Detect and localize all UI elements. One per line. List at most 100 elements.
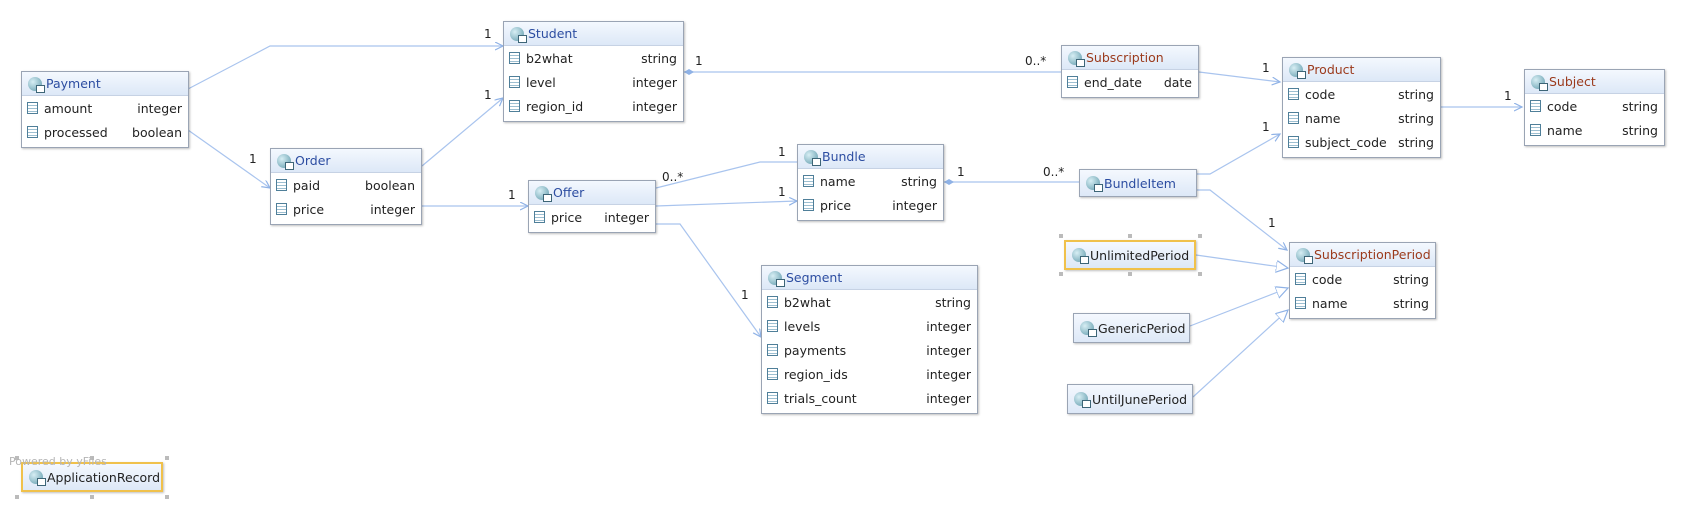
class-title[interactable]: Bundle bbox=[822, 149, 866, 164]
class-title[interactable]: Payment bbox=[46, 76, 101, 91]
selection-handle[interactable] bbox=[1128, 234, 1132, 238]
field-type: string bbox=[1398, 110, 1434, 126]
class-title[interactable]: Subscription bbox=[1086, 50, 1164, 65]
class-node-genericperiod[interactable]: GenericPeriod bbox=[1073, 313, 1190, 343]
selection-handle[interactable] bbox=[165, 495, 169, 499]
class-title[interactable]: Segment bbox=[786, 270, 843, 285]
selection-handle[interactable] bbox=[1059, 234, 1063, 238]
field-name: price bbox=[293, 201, 325, 217]
multiplicity-label: 1 bbox=[695, 54, 703, 68]
class-icon bbox=[1531, 74, 1548, 91]
field-icon bbox=[767, 344, 778, 356]
selection-handle[interactable] bbox=[90, 495, 94, 499]
field-type: string bbox=[1393, 271, 1429, 287]
field-type: integer bbox=[632, 74, 677, 90]
field-type: integer bbox=[137, 100, 182, 116]
class-icon bbox=[804, 149, 821, 166]
field-row[interactable]: amount integer bbox=[22, 96, 188, 120]
class-title[interactable]: GenericPeriod bbox=[1098, 320, 1186, 336]
multiplicity-label: 1 bbox=[1268, 216, 1276, 230]
yfiles-watermark: Powered by yFiles bbox=[9, 455, 107, 468]
class-title[interactable]: Offer bbox=[553, 185, 585, 200]
class-icon bbox=[277, 153, 294, 170]
class-icon bbox=[1080, 321, 1097, 337]
field-icon bbox=[767, 368, 778, 380]
field-name: code bbox=[1305, 86, 1336, 102]
class-title[interactable]: Order bbox=[295, 153, 331, 168]
class-title[interactable]: Subject bbox=[1549, 74, 1596, 89]
class-title[interactable]: ApplicationRecord bbox=[47, 469, 161, 485]
edge-unlimited-subperiod bbox=[1195, 254, 1288, 268]
class-title[interactable]: Product bbox=[1307, 62, 1355, 77]
multiplicity-label: 1 bbox=[1262, 120, 1270, 134]
class-title[interactable]: SubscriptionPeriod bbox=[1314, 247, 1431, 262]
field-name: amount bbox=[44, 100, 93, 116]
field-icon bbox=[1530, 100, 1541, 112]
class-title[interactable]: UnlimitedPeriod bbox=[1090, 247, 1190, 263]
field-type: integer bbox=[926, 366, 971, 382]
field-name: b2what bbox=[526, 50, 573, 66]
field-icon bbox=[803, 199, 814, 211]
class-title[interactable]: UntilJunePeriod bbox=[1092, 391, 1188, 407]
class-node-applicationrecord[interactable]: ApplicationRecord bbox=[21, 462, 163, 492]
class-node-unlimitedperiod[interactable]: UnlimitedPeriod bbox=[1064, 240, 1196, 270]
class-node-bundleitem[interactable]: BundleItem bbox=[1079, 169, 1197, 197]
selection-handle[interactable] bbox=[15, 495, 19, 499]
field-type: integer bbox=[926, 318, 971, 334]
selection-handle[interactable] bbox=[165, 456, 169, 460]
class-title[interactable]: BundleItem bbox=[1104, 175, 1176, 191]
selection-handle[interactable] bbox=[90, 456, 94, 460]
edge-offer-segment bbox=[656, 223, 761, 337]
selection-handle[interactable] bbox=[1198, 272, 1202, 276]
field-icon bbox=[767, 392, 778, 404]
edge-generic-subperiod bbox=[1189, 288, 1288, 327]
field-icon bbox=[1288, 136, 1299, 148]
class-node-untiljuneperiod[interactable]: UntilJunePeriod bbox=[1067, 384, 1193, 414]
edge-offer-bundle-price bbox=[655, 201, 797, 207]
selection-handle[interactable] bbox=[1128, 272, 1132, 276]
field-icon bbox=[1067, 76, 1078, 88]
selection-handle[interactable] bbox=[15, 456, 19, 460]
field-name: payments bbox=[784, 342, 847, 358]
multiplicity-label: 1 bbox=[508, 188, 516, 202]
class-title[interactable]: Student bbox=[528, 26, 578, 41]
selection-handle[interactable] bbox=[1059, 272, 1063, 276]
class-icon bbox=[510, 26, 527, 43]
field-name: name bbox=[1547, 122, 1583, 138]
multiplicity-label: 0..* bbox=[1025, 54, 1047, 68]
multiplicity-label: 1 bbox=[957, 165, 965, 179]
selection-handle[interactable] bbox=[1198, 234, 1202, 238]
